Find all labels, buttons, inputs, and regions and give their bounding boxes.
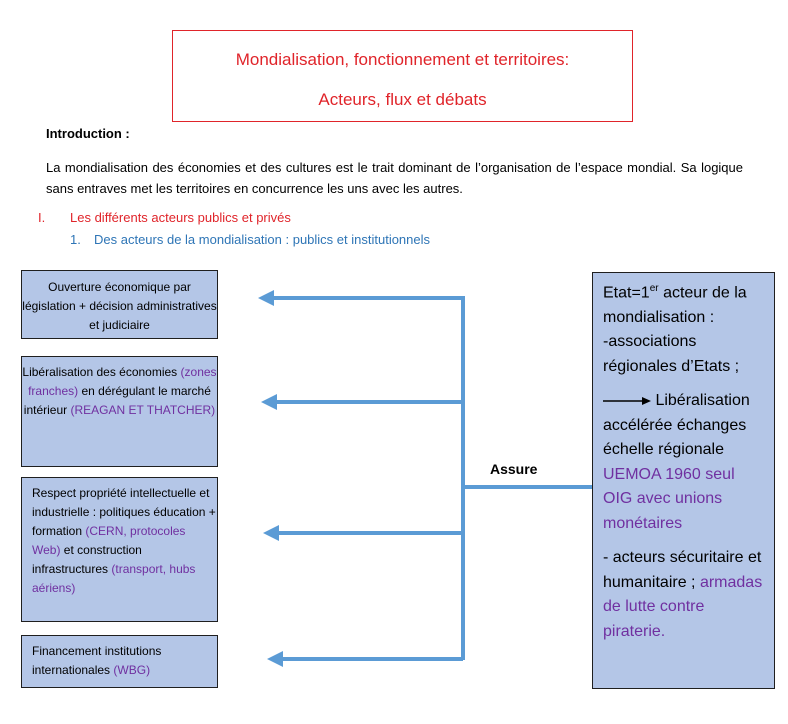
arrowhead-3	[263, 525, 279, 541]
state-line3-highlight: UEMOA 1960 seul OIG avec unions monétair…	[603, 465, 735, 532]
state-actor-line3: Libéralisation accélérée échanges échell…	[603, 389, 768, 536]
box3-text1: Respect propriété intellectuelle et indu…	[32, 486, 216, 538]
state-line1-pre: Etat=1	[603, 284, 650, 302]
box2-highlight2: (REAGAN ET THATCHER)	[70, 403, 216, 417]
box4-text1: Financement institutions internationales	[32, 644, 162, 677]
box2-highlight1: (zones franches)	[28, 365, 217, 398]
title-line-2: Acteurs, flux et débats	[318, 90, 487, 109]
state-line3-text: Libéralisation accélérée échanges échell…	[603, 392, 750, 459]
actor-box-liberalisation: Libéralisation des économies (zones fran…	[21, 356, 218, 467]
arrowhead-4	[267, 651, 283, 667]
box2-text2: en dérégulant le marché intérieur	[23, 384, 211, 417]
box3-highlight2: (transport, hubs aériens)	[32, 562, 196, 595]
state-actor-box: Etat=1er acteur de la mondialisation : -…	[592, 272, 775, 689]
state-line4-highlight: armadas de lutte contre piraterie.	[603, 573, 763, 640]
state-actor-line4: - acteurs sécuritaire et humanitaire ; a…	[603, 546, 768, 644]
state-line1-sup: er	[649, 283, 659, 294]
actor-box-property: Respect propriété intellectuelle et indu…	[21, 477, 218, 622]
arrowhead-1	[258, 290, 274, 306]
actor-box-property-text: Respect propriété intellectuelle et indu…	[32, 484, 217, 598]
state-actor-line1: Etat=1er acteur de la mondialisation :	[603, 277, 768, 330]
actor-box-financing: Financement institutions internationales…	[21, 635, 218, 688]
subsection-title: Des acteurs de la mondialisation : publi…	[94, 232, 431, 247]
state-line1-post: acteur de la mondialisation :	[603, 284, 747, 326]
state-line4-text: - acteurs sécuritaire et humanitaire ;	[603, 549, 762, 591]
actor-box-financing-text: Financement institutions internationales…	[32, 642, 217, 680]
title-line-1: Mondialisation, fonctionnement et territ…	[235, 50, 570, 69]
box3-highlight1: (CERN, protocoles Web)	[32, 524, 186, 557]
arrowhead-2	[261, 394, 277, 410]
intro-paragraph: La mondialisation des économies et des c…	[46, 160, 743, 196]
state-actor-line2: -associations régionales d’Etats ;	[603, 333, 740, 375]
box3-text2: et construction infrastructures	[32, 543, 142, 576]
title-box: Mondialisation, fonctionnement et territ…	[172, 30, 633, 122]
actor-box-legislation-text: Ouverture économique par législation + d…	[22, 280, 217, 332]
box2-text1: Libéralisation des économies	[22, 365, 178, 379]
section-title: Les différents acteurs publics et privés	[70, 210, 291, 225]
subsection-number: 1.	[70, 232, 81, 247]
connector-label: Assure	[490, 461, 538, 477]
section-number: I.	[38, 210, 46, 225]
actor-box-liberalisation-text: Libéralisation des économies (zones fran…	[22, 363, 217, 420]
box4-highlight1: (WBG)	[113, 663, 151, 677]
actor-box-legislation: Ouverture économique par législation + d…	[21, 270, 218, 339]
right-arrow-icon	[603, 397, 651, 406]
intro-heading: Introduction :	[46, 126, 130, 141]
